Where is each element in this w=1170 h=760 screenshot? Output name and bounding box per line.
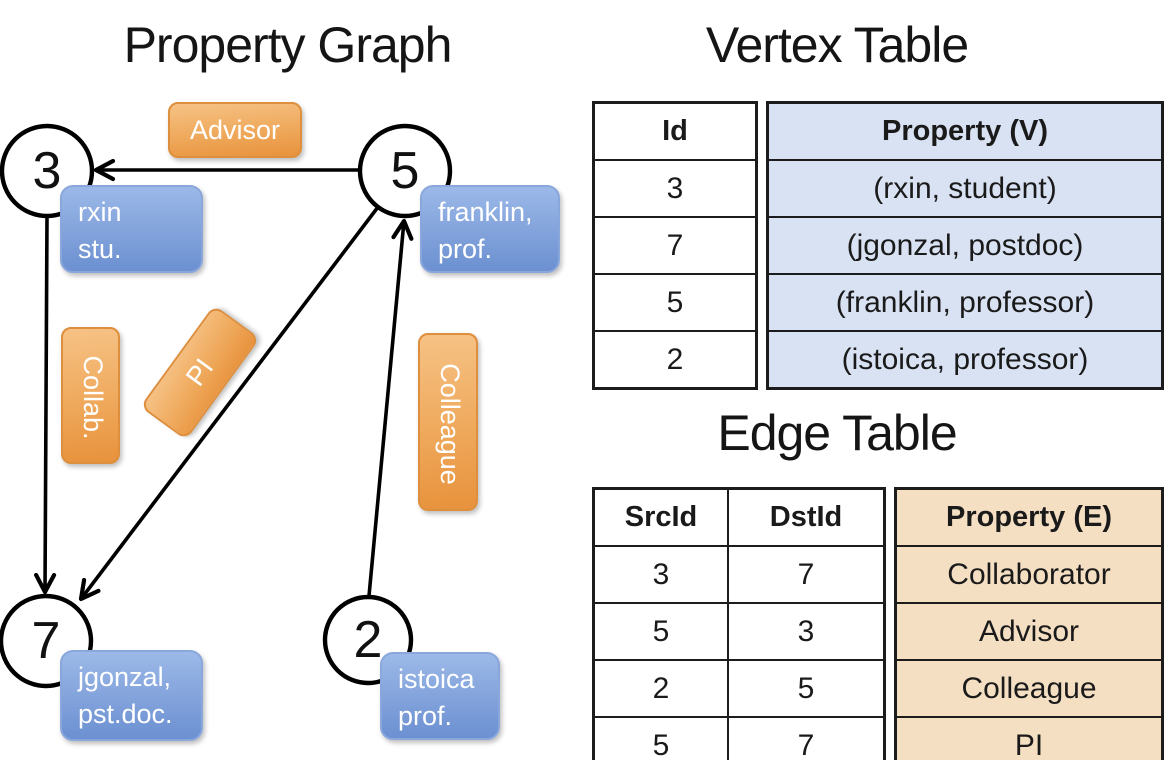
vertex-label-franklin: franklin, prof.	[420, 185, 560, 273]
table-cell: 3	[595, 545, 727, 602]
edge-label-advisor: Advisor	[168, 102, 302, 158]
vertex-label-jgonzal: jgonzal, pst.doc.	[60, 650, 203, 741]
table-cell: 3	[727, 602, 883, 659]
vertex-id-2: 2	[353, 611, 383, 669]
vertex-label-istoica: istoica prof.	[380, 652, 500, 740]
table-cell: 5	[595, 716, 727, 760]
property-graph-title: Property Graph	[123, 17, 453, 73]
table-cell: (jgonzal, postdoc)	[769, 216, 1161, 273]
vertex-table-property-column: Property (V) (rxin, student) (jgonzal, p…	[766, 101, 1164, 390]
column-header: Property (E)	[897, 490, 1161, 545]
table-cell: 2	[595, 330, 755, 387]
vertex-id-5: 5	[390, 142, 420, 200]
edge-table: SrcId DstId 3 7 5 3 2 5 5 7 Property (E)…	[592, 487, 1164, 760]
table-cell: PI	[897, 716, 1161, 760]
table-cell: Colleague	[897, 659, 1161, 716]
table-cell: (franklin, professor)	[769, 273, 1161, 330]
table-cell: 3	[595, 159, 755, 216]
edge-table-ids-columns: SrcId DstId 3 7 5 3 2 5 5 7	[592, 487, 886, 760]
table-cell: 2	[595, 659, 727, 716]
vertex-id-7: 7	[31, 612, 61, 670]
column-header: DstId	[727, 490, 883, 545]
edge-table-property-column: Property (E) Collaborator Advisor Collea…	[894, 487, 1164, 760]
table-cell: (rxin, student)	[769, 159, 1161, 216]
vertex-table-title: Vertex Table	[705, 17, 969, 73]
edge-2-to-5-colleague	[367, 218, 414, 597]
edge-label-collab: Collab.	[61, 327, 120, 464]
column-header: SrcId	[624, 501, 698, 533]
column-header: Property (V)	[769, 104, 1161, 159]
table-cell: 7	[727, 545, 883, 602]
vertex-table-id-column: Id 3 7 5 2	[592, 101, 758, 390]
table-cell: 5	[595, 273, 755, 330]
table-cell: 7	[727, 716, 883, 760]
table-cell: 7	[595, 216, 755, 273]
edge-table-title: Edge Table	[717, 405, 957, 461]
vertex-label-rxin: rxin stu.	[60, 185, 203, 273]
edge-3-to-7-collaborator	[33, 215, 57, 595]
table-cell: Collaborator	[897, 545, 1161, 602]
column-header: Id	[662, 115, 688, 147]
table-cell: 5	[595, 602, 727, 659]
table-cell: 5	[727, 659, 883, 716]
table-cell: (istoica, professor)	[769, 330, 1161, 387]
vertex-table: Id 3 7 5 2 Property (V) (rxin, student) …	[592, 101, 1164, 390]
table-cell: Advisor	[897, 602, 1161, 659]
edge-5-to-7-pi	[78, 205, 380, 602]
edge-label-colleague: Colleague	[418, 333, 478, 511]
vertex-id-3: 3	[32, 142, 62, 200]
